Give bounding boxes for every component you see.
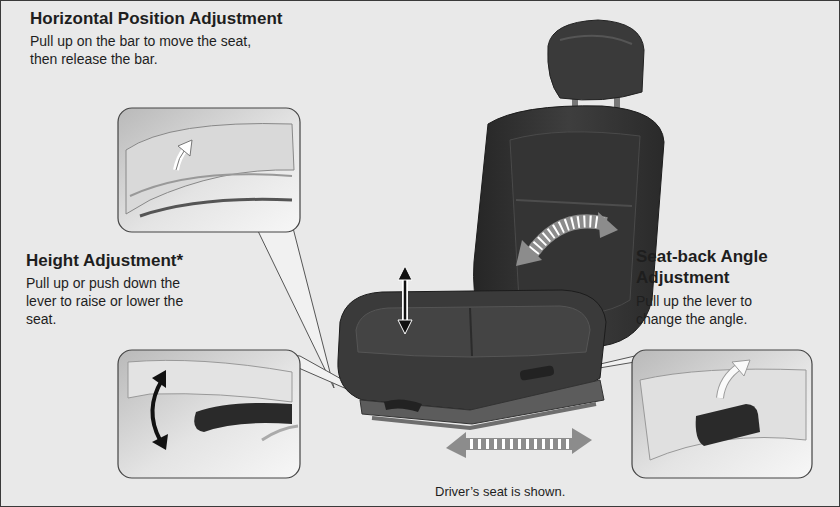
section-heading: Height Adjustment* — [26, 250, 236, 271]
instruction-text: Pull up the lever to change the angle. — [636, 292, 796, 328]
section-heading: Horizontal Position Adjustment — [30, 8, 360, 29]
instruction-text: Pull up on the bar to move the seat, the… — [30, 32, 280, 68]
section-heading: Seat-back Angle Adjustment — [636, 246, 826, 289]
caption-note: Driver’s seat is shown. — [435, 484, 565, 500]
instruction-text: Pull up or push down the lever to raise … — [26, 274, 184, 329]
